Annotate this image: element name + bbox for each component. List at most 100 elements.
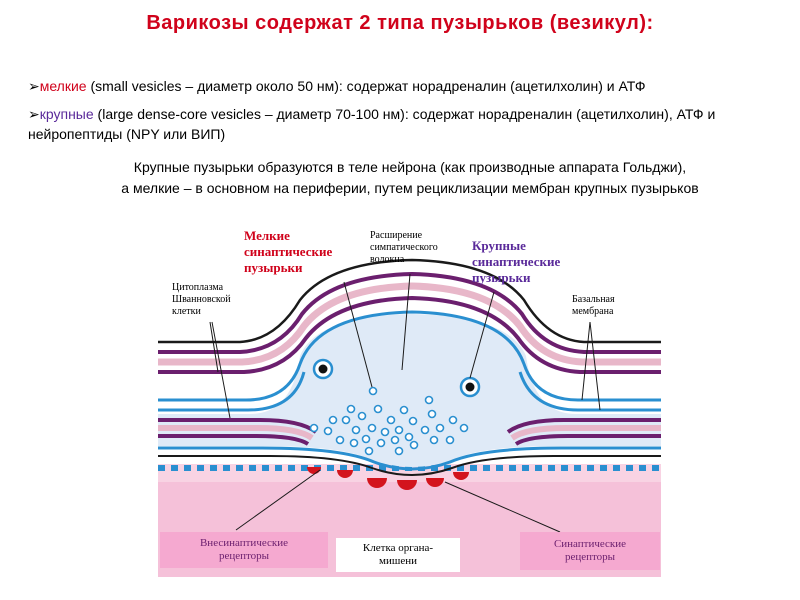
schwann-pink-bottom-left — [158, 425, 314, 441]
label-expansion: Расширение симпатического волокна — [370, 230, 438, 266]
small-vesicle — [335, 435, 345, 445]
leader-synaptic — [444, 481, 561, 533]
receptor-red — [337, 470, 353, 478]
box-line: Внесинаптические — [199, 537, 289, 549]
small-vesicle — [420, 425, 430, 435]
label-line: пузырьки — [244, 260, 303, 275]
small-vesicle — [445, 435, 455, 445]
small-vesicle — [380, 427, 390, 437]
label-line: синаптические — [244, 244, 333, 259]
small-vesicle — [376, 438, 386, 448]
leader-small-vesicles — [343, 281, 373, 388]
small-vesicle — [394, 446, 404, 456]
dense-core — [318, 364, 328, 374]
small-vesicle — [341, 415, 351, 425]
small-vesicle — [309, 423, 319, 433]
bullet-large-highlight: крупные — [39, 106, 94, 122]
slide-title: Варикозы содержат 2 типа пузырьков (вези… — [146, 12, 654, 34]
origin-paragraph-line-2: а мелкие – в основном на периферии, путе… — [121, 180, 699, 196]
box-line: Клетка органа- — [362, 542, 434, 554]
leader-expansion — [401, 273, 411, 371]
schwann-pink-layer — [158, 282, 661, 366]
label-line: волокна — [370, 254, 405, 265]
small-vesicle — [409, 440, 419, 450]
axon-membrane-top-left-inner — [158, 371, 306, 412]
box-line: рецепторы — [218, 550, 270, 562]
small-vesicle — [394, 425, 404, 435]
box-line: Синаптические — [553, 538, 627, 550]
label-leader-lines — [209, 273, 601, 533]
small-vesicle — [351, 425, 361, 435]
small-vesicle — [427, 409, 437, 419]
leader-basal-1 — [581, 321, 591, 401]
small-vesicle — [364, 446, 374, 456]
small-vesicle — [328, 415, 338, 425]
small-vesicle — [390, 435, 400, 445]
bullet-large-vesicles: ➢крупные (large dense-core vesicles – ди… — [28, 104, 768, 144]
label-line: пузырьки — [472, 270, 531, 285]
origin-paragraph: Крупные пузырьки образуются в теле нейро… — [40, 157, 780, 199]
small-vesicle — [424, 395, 434, 405]
synaptic-receptors — [307, 467, 469, 490]
label-line: Расширение — [370, 230, 423, 241]
small-vesicle — [459, 423, 469, 433]
small-vesicle — [368, 386, 378, 396]
receptor-red — [426, 478, 444, 487]
leader-large-vesicles — [469, 291, 495, 379]
leader-extrasynaptic — [235, 469, 321, 531]
small-vesicle — [373, 404, 383, 414]
label-line: Базальная — [572, 294, 615, 305]
small-vesicle — [323, 426, 333, 436]
box-target-cell: Клетка органа- мишени — [336, 538, 460, 572]
small-vesicle — [399, 405, 409, 415]
box-synaptic-receptors: Синаптические рецепторы — [520, 532, 660, 570]
label-basal-membrane: Базальная мембрана — [572, 294, 615, 318]
label-line: Мелкие — [244, 228, 290, 243]
receptor-red — [453, 472, 469, 480]
fiber-interior — [158, 314, 661, 467]
small-vesicle — [448, 415, 458, 425]
small-vesicle — [367, 423, 377, 433]
schwann-pink-bottom-right — [510, 425, 661, 441]
axon-membrane-top — [158, 310, 661, 402]
small-vesicle — [408, 416, 418, 426]
label-cytoplasm: Цитоплазма Шванновской клетки — [172, 282, 231, 318]
label-line: Крупные — [472, 238, 526, 253]
small-vesicle — [346, 404, 356, 414]
small-vesicle — [361, 434, 371, 444]
label-line: Цитоплазма — [172, 282, 224, 293]
small-vesicle — [429, 435, 439, 445]
arrow-bullet-icon: ➢ — [28, 106, 40, 122]
schwann-purple-bottom-left-2 — [158, 434, 310, 446]
bullet-small-highlight: мелкие — [39, 78, 87, 94]
arrow-bullet-icon: ➢ — [28, 78, 40, 94]
small-vesicle — [386, 415, 396, 425]
presynaptic-black-line — [158, 455, 661, 476]
schwann-purple-inner — [158, 295, 661, 374]
large-vesicles — [312, 358, 481, 398]
small-vesicles — [309, 386, 469, 456]
bullet-large-text: (large dense-core vesicles – диаметр 70-… — [28, 106, 716, 142]
label-large-vesicles: Крупные синаптические пузырьки — [472, 238, 560, 286]
label-line: симпатического — [370, 242, 438, 253]
box-line: рецепторы — [564, 551, 616, 563]
receptor-red — [367, 478, 387, 488]
receptor-red — [397, 480, 417, 490]
leader-cytoplasm-2 — [211, 321, 231, 419]
label-line: клетки — [172, 306, 201, 317]
small-vesicle — [435, 423, 445, 433]
box-line: мишени — [379, 555, 417, 567]
schwann-purple-bottom-right-2 — [514, 434, 661, 446]
axon-membrane-bottom — [158, 446, 661, 471]
label-line: синаптические — [472, 254, 561, 269]
schwann-purple-outer — [158, 271, 661, 354]
leader-basal-2 — [589, 321, 601, 411]
leader-cytoplasm-1 — [209, 321, 219, 373]
label-small-vesicles: Мелкие синаптические пузырьки — [244, 228, 332, 276]
small-vesicle — [357, 411, 367, 421]
small-vesicle — [404, 432, 414, 442]
box-extrasynaptic-receptors: Внесинаптические рецепторы — [160, 532, 328, 568]
label-line: Шванновской — [172, 294, 231, 305]
outer-black-membrane — [158, 258, 661, 344]
